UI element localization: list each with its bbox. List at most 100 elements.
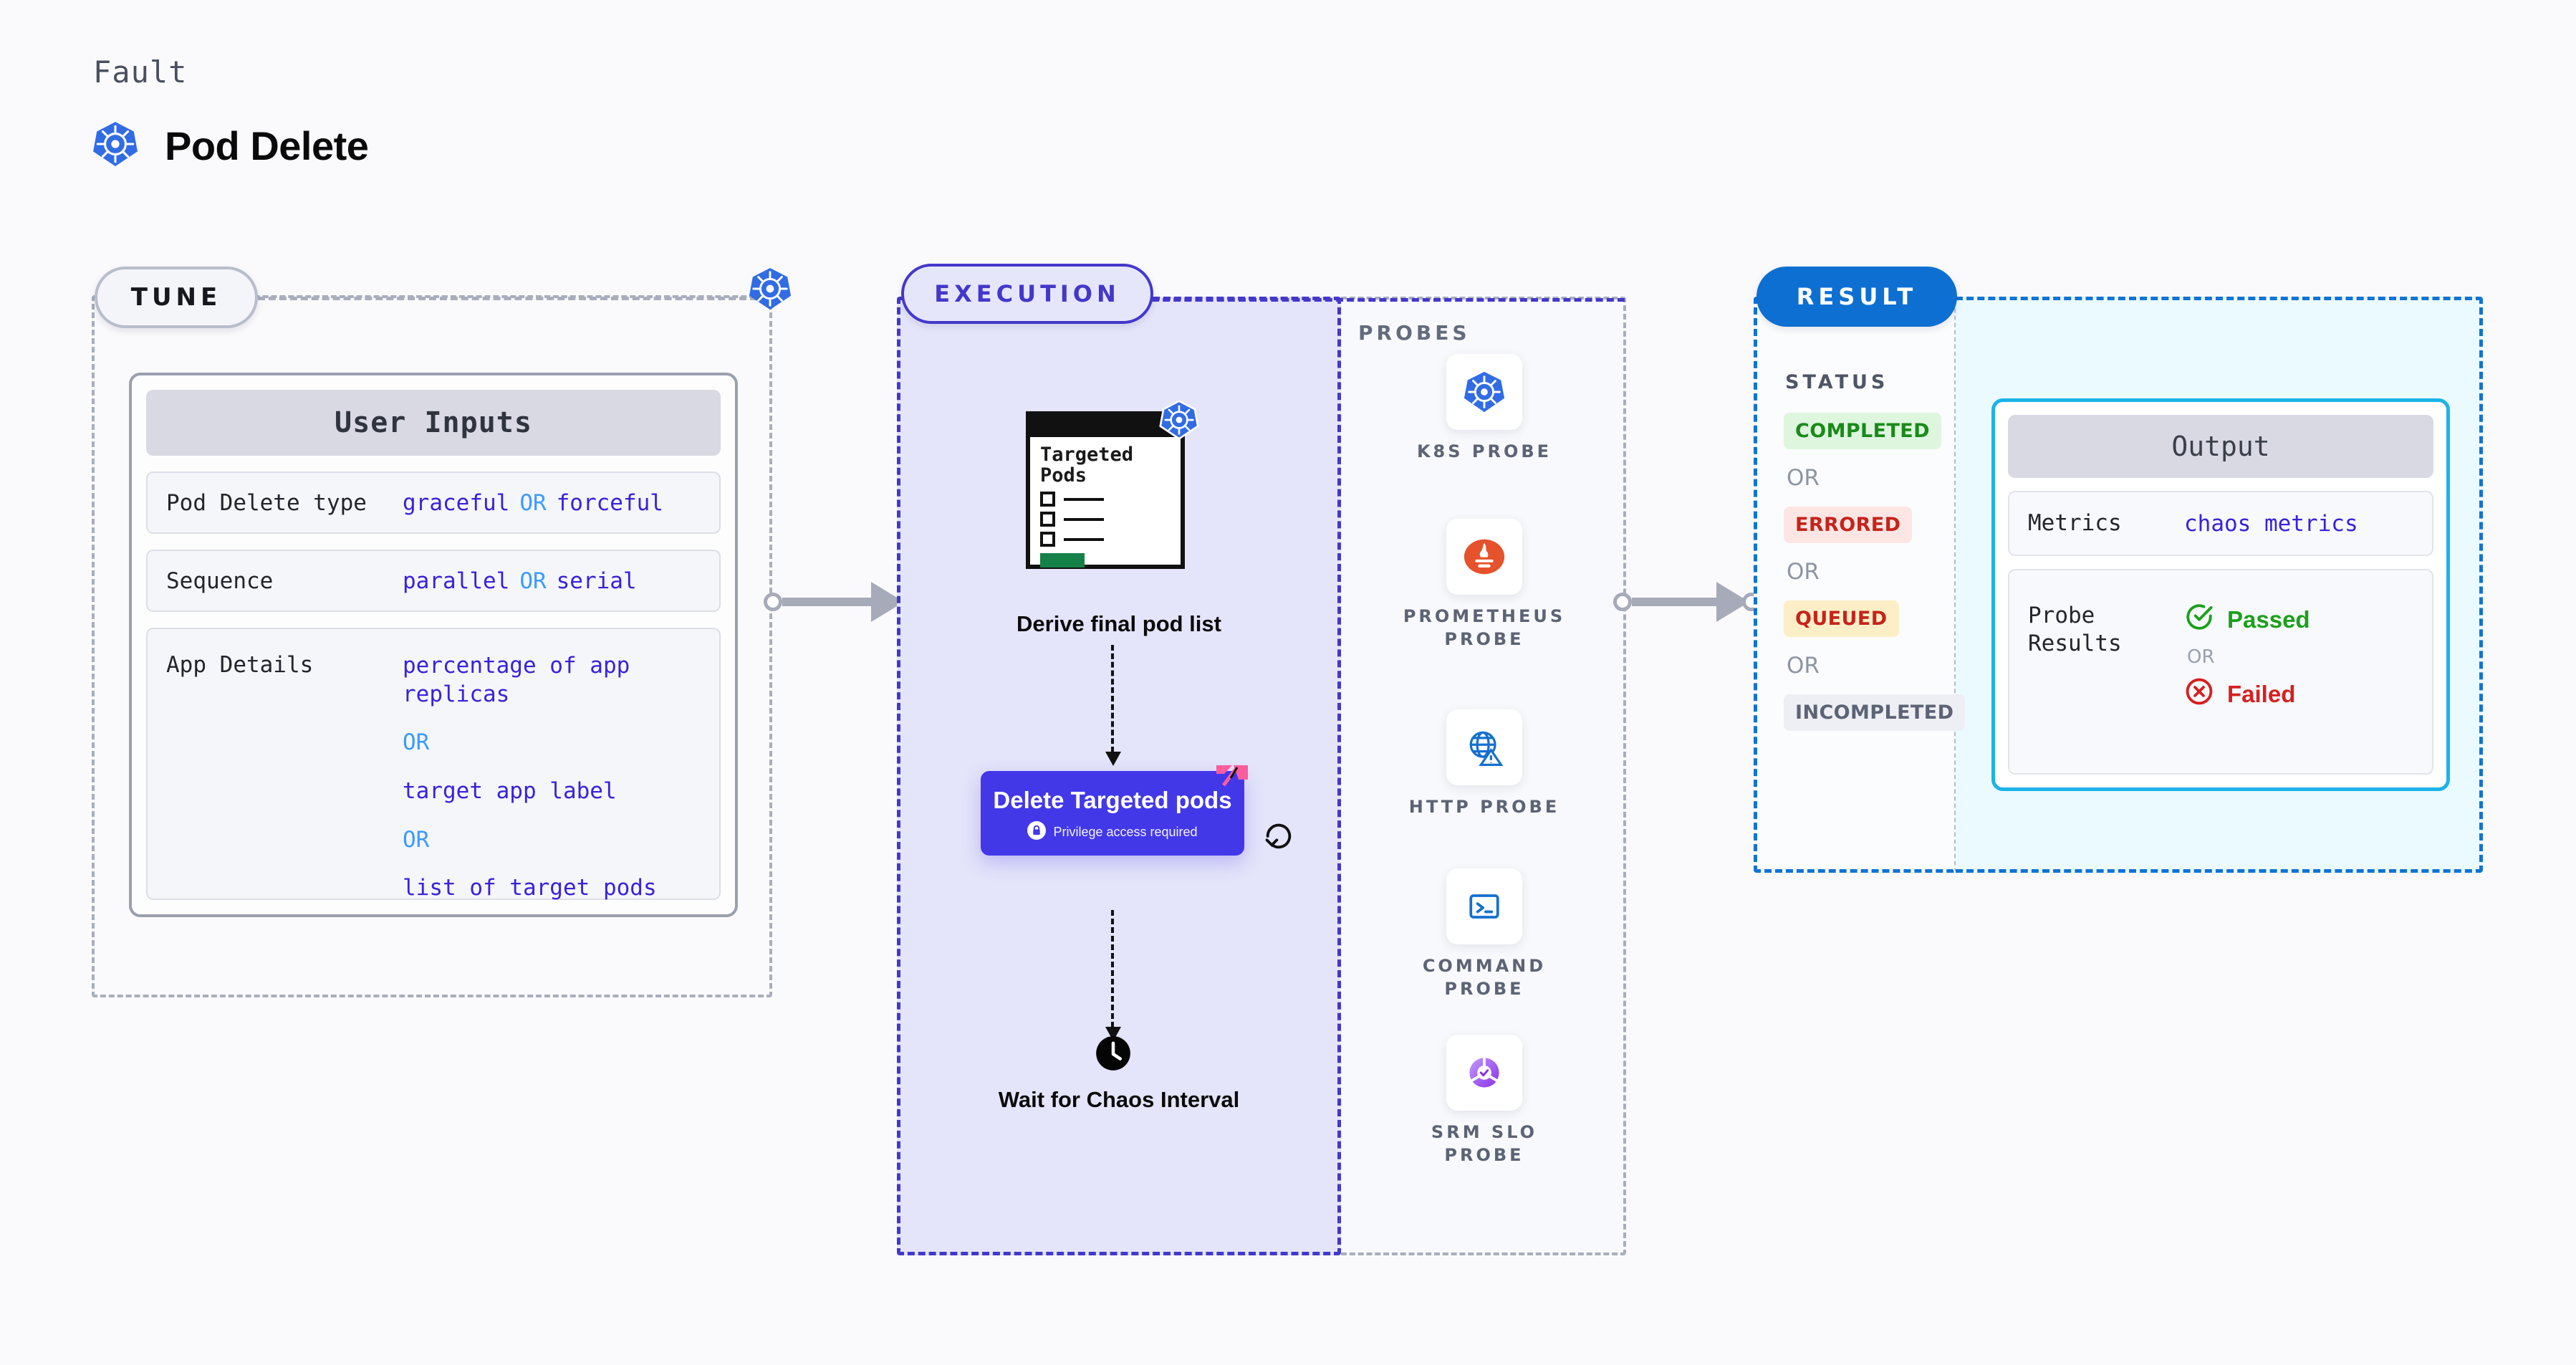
srm-slo-icon	[1446, 1035, 1522, 1111]
result-status-panel	[1754, 297, 1956, 873]
input-values: parallel OR serial	[403, 568, 637, 594]
tune-pill[interactable]: TUNE	[95, 267, 258, 328]
derive-pod-list-caption: Derive final pod list	[1017, 611, 1221, 636]
document-title: Targeted Pods	[1040, 444, 1134, 487]
output-card: Output Metrics chaos metrics Probe Resul…	[1991, 398, 2450, 791]
privilege-row: Privilege access required	[1027, 820, 1198, 843]
probe-item-prometheus[interactable]: PROMETHEUS PROBE	[1391, 519, 1577, 651]
input-values: graceful OR forceful	[403, 490, 663, 516]
probe-item-http[interactable]: HTTP PROBE	[1391, 709, 1577, 818]
terminal-icon	[1446, 868, 1522, 944]
probe-result-label: Passed	[2227, 606, 2310, 633]
output-label: Metrics	[2028, 510, 2122, 537]
kubernetes-icon	[1159, 400, 1199, 444]
output-header: Output	[2008, 415, 2433, 479]
user-inputs-header: User Inputs	[146, 390, 721, 456]
or-separator: OR	[519, 489, 547, 516]
status-title: STATUS	[1785, 371, 1889, 393]
line-placeholder	[1064, 537, 1104, 541]
checklist-item	[1040, 532, 1181, 547]
probe-result-failed: Failed	[2184, 676, 2310, 712]
line-placeholder	[1064, 517, 1104, 521]
status-badge-queued: QUEUED	[1784, 600, 1899, 637]
output-label: Probe Results	[2028, 603, 2122, 656]
tune-dashed-connector	[258, 297, 768, 300]
globe-warning-icon	[1446, 709, 1522, 785]
connector-bar	[782, 598, 873, 606]
flow-arrow-derive-to-delete	[1105, 645, 1121, 766]
value-serial: serial	[556, 567, 637, 594]
input-label: Pod Delete type	[166, 489, 367, 516]
document-checklist	[1030, 486, 1181, 547]
probe-item-command[interactable]: COMMAND PROBE	[1391, 868, 1577, 1001]
or-separator: OR	[2187, 646, 2215, 669]
probe-label: PROMETHEUS PROBE	[1403, 606, 1566, 650]
execution-dashed-connector	[1152, 298, 1625, 302]
or-separator: OR	[1787, 653, 1820, 679]
connector-dot	[764, 593, 782, 611]
probe-item-k8s[interactable]: K8S PROBE	[1391, 354, 1577, 463]
probes-title: PROBES	[1358, 321, 1471, 345]
user-inputs-card: User Inputs Pod Delete type graceful OR …	[129, 373, 738, 917]
probe-result-passed: Passed	[2184, 602, 2310, 638]
kubernetes-icon	[1446, 354, 1522, 430]
execution-pill[interactable]: EXECUTION	[901, 264, 1153, 324]
probe-label: SRM SLO PROBE	[1431, 1122, 1538, 1166]
probe-label: COMMAND PROBE	[1422, 956, 1547, 1000]
value-app-replicas: percentage of app replicas	[403, 653, 630, 707]
page-kicker: Fault	[93, 54, 188, 90]
or-separator: OR	[1787, 465, 1820, 491]
node-title: Delete Targeted pods	[993, 787, 1232, 814]
clock-icon	[1095, 1035, 1132, 1076]
checkbox-icon	[1040, 512, 1055, 527]
output-row-probe-results[interactable]: Probe Results Passed OR	[2008, 569, 2433, 775]
delete-targeted-pods-node[interactable]: Delete Targeted pods Privilege access re…	[981, 765, 1248, 856]
connector-tune-to-execution	[764, 582, 915, 622]
input-values: percentage of app replicas OR target app…	[403, 652, 701, 903]
input-row-pod-delete-type[interactable]: Pod Delete type graceful OR forceful	[146, 471, 721, 535]
value-graceful: graceful	[403, 489, 510, 516]
wait-for-chaos-interval-caption: Wait for Chaos Interval	[998, 1087, 1240, 1112]
kubernetes-icon	[748, 267, 792, 315]
value-target-pods: list of target pods	[403, 875, 657, 901]
or-separator: OR	[403, 826, 430, 853]
or-separator: OR	[519, 567, 547, 594]
connector-dot	[1613, 593, 1632, 611]
probe-label: HTTP PROBE	[1408, 797, 1560, 817]
input-label: Sequence	[166, 567, 274, 594]
prometheus-icon	[1446, 519, 1522, 595]
checkbox-icon	[1040, 492, 1055, 507]
or-separator: OR	[1787, 559, 1820, 585]
result-pill[interactable]: RESULT	[1756, 267, 1957, 327]
checklist-item	[1040, 492, 1181, 507]
probe-result-options: Passed OR Failed	[2184, 602, 2310, 712]
checkbox-icon	[1040, 532, 1055, 547]
document-title-bar	[1030, 416, 1181, 437]
green-bar-indicator	[1040, 553, 1085, 568]
lock-icon	[1027, 820, 1047, 843]
probe-item-srm-slo[interactable]: SRM SLO PROBE	[1391, 1035, 1577, 1167]
status-badge-list: COMPLETED OR ERRORED OR QUEUED OR INCOMP…	[1784, 413, 1966, 731]
value-forceful: forceful	[556, 489, 663, 516]
page-title-row: Pod Delete	[92, 120, 369, 171]
connector-execution-to-result	[1613, 582, 1761, 622]
flow-arrow-delete-to-wait	[1105, 910, 1121, 1041]
or-separator: OR	[403, 729, 430, 756]
kubernetes-icon	[92, 120, 139, 171]
probe-result-label: Failed	[2227, 681, 2296, 708]
x-circle-icon	[2184, 676, 2214, 712]
probe-label: K8S PROBE	[1416, 441, 1552, 461]
status-badge-incompleted: INCOMPLETED	[1784, 694, 1966, 731]
value-target-app-label: target app label	[403, 778, 617, 805]
privilege-note: Privilege access required	[1053, 824, 1198, 839]
input-row-app-details[interactable]: App Details percentage of app replicas O…	[146, 628, 721, 903]
page-title: Pod Delete	[165, 123, 369, 168]
harness-flag-icon	[1215, 764, 1249, 798]
line-placeholder	[1064, 497, 1104, 501]
input-row-sequence[interactable]: Sequence parallel OR serial	[146, 550, 721, 612]
output-row-metrics[interactable]: Metrics chaos metrics	[2008, 491, 2433, 557]
connector-bar	[1632, 598, 1718, 606]
status-badge-completed: COMPLETED	[1784, 413, 1941, 449]
retry-loop-icon[interactable]	[1262, 820, 1295, 856]
